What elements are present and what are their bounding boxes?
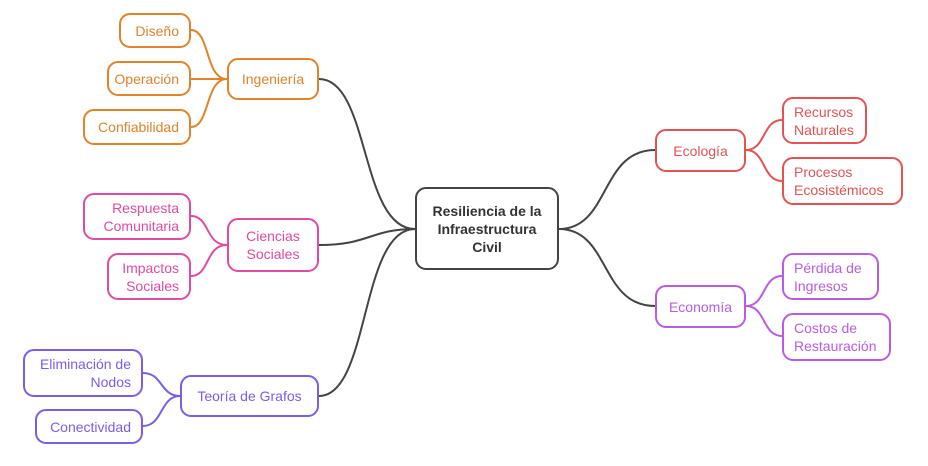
leaf-label: Diseño — [135, 22, 179, 39]
leaf-label: Costos de Restauración — [794, 320, 877, 354]
leaf-respuesta-comunitaria[interactable]: Respuesta Comunitaria — [83, 193, 191, 240]
leaf-diseno[interactable]: Diseño — [119, 13, 191, 48]
branch-teoria-grafos[interactable]: Teoría de Grafos — [180, 375, 319, 417]
edge-root-ingenieria — [318, 78, 416, 230]
edge-root-economia — [558, 228, 656, 307]
edge-root-ciencias — [318, 228, 416, 246]
leaf-costos-restauracion[interactable]: Costos de Restauración — [782, 313, 891, 361]
leaf-impactos-sociales[interactable]: Impactos Sociales — [107, 253, 191, 300]
edge-root-ecologia — [558, 149, 656, 230]
leaf-procesos-ecosistemicos[interactable]: Procesos Ecosistémicos — [782, 157, 903, 205]
branch-ecologia[interactable]: Ecología — [655, 129, 746, 172]
leaf-conectividad[interactable]: Conectividad — [35, 409, 143, 444]
branch-label: Teoría de Grafos — [197, 388, 302, 404]
leaf-label: Operación — [114, 70, 179, 87]
branch-label: Economía — [668, 298, 733, 315]
root-node[interactable]: Resiliencia de la Infraestructura Civil — [415, 187, 559, 270]
leaf-label: Pérdida de Ingresos — [794, 259, 862, 294]
leaf-eliminacion-nodos[interactable]: Eliminación de Nodos — [23, 349, 143, 397]
leaf-label: Eliminación de Nodos — [39, 356, 131, 390]
branch-label: Ecología — [673, 142, 728, 159]
branch-label: Ingeniería — [241, 71, 305, 87]
leaf-recursos-naturales[interactable]: Recursos Naturales — [782, 97, 867, 144]
leaf-perdida-ingresos[interactable]: Pérdida de Ingresos — [782, 253, 879, 300]
leaf-label: Recursos Naturales — [794, 103, 854, 138]
branch-economia[interactable]: Economía — [655, 285, 746, 328]
branch-label: Ciencias Sociales — [246, 228, 300, 262]
leaf-label: Respuesta Comunitaria — [103, 199, 179, 234]
leaf-label: Conectividad — [50, 418, 131, 435]
leaf-label: Confiabilidad — [98, 119, 179, 135]
leaf-confiabilidad[interactable]: Confiabilidad — [83, 109, 191, 145]
branch-ciencias-sociales[interactable]: Ciencias Sociales — [227, 218, 319, 272]
leaf-operacion[interactable]: Operación — [107, 61, 191, 96]
leaf-label: Procesos Ecosistémicos — [794, 164, 884, 198]
leaf-label: Impactos Sociales — [122, 259, 179, 294]
edge-root-grafos — [318, 228, 416, 397]
root-label: Resiliencia de la Infraestructura Civil — [432, 202, 542, 255]
branch-ingenieria[interactable]: Ingeniería — [227, 58, 319, 100]
